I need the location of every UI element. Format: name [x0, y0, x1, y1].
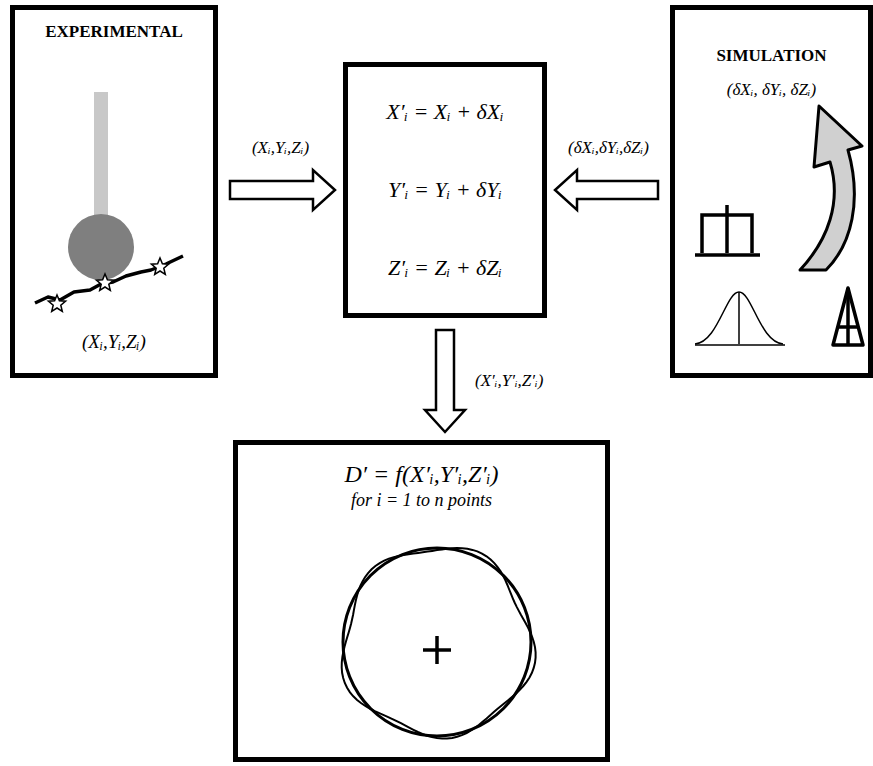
panel-heading: SIMULATION — [716, 46, 826, 66]
probe-ball — [68, 214, 134, 280]
probe-stem — [94, 92, 108, 220]
triangular-distribution-icon — [833, 288, 863, 345]
simulation-panel: SIMULATION (δXᵢ, δYᵢ, δZᵢ) — [670, 5, 873, 378]
equation: Y′ᵢ = Yᵢ + δYᵢ — [388, 177, 502, 203]
equation: X′ᵢ = Xᵢ + δXᵢ — [386, 99, 504, 125]
edge-label: (X′ᵢ,Y′ᵢ,Z′ᵢ) — [473, 371, 545, 391]
point-star — [151, 258, 168, 274]
result-box: D′ = f(X′ᵢ,Y′ᵢ,Z′ᵢ)for i = 1 to n points — [233, 440, 610, 762]
normal-distribution-icon — [695, 292, 785, 345]
uniform-distribution-icon — [695, 205, 760, 255]
point-star — [96, 274, 113, 290]
block-arrow — [425, 330, 465, 432]
center-mark — [423, 636, 451, 664]
iteration-arrow — [800, 106, 862, 270]
result-formula: D′ = f(X′ᵢ,Y′ᵢ,Z′ᵢ) — [345, 461, 499, 488]
point-star — [48, 295, 65, 311]
result-note: for i = 1 to n points — [351, 490, 492, 511]
measured-points — [48, 258, 168, 311]
edge-label: (Xᵢ,Yᵢ,Zᵢ) — [250, 138, 311, 158]
measured-contour — [342, 548, 536, 739]
block-arrow — [555, 170, 658, 210]
coordinate-label: (Xᵢ,Yᵢ,Zᵢ) — [82, 331, 146, 353]
panel-heading: EXPERIMENTAL — [45, 22, 183, 42]
block-arrow — [230, 170, 335, 210]
experimental-panel: EXPERIMENTAL (Xᵢ,Yᵢ,Zᵢ) — [10, 5, 218, 378]
equation-box: X′ᵢ = Xᵢ + δXᵢY′ᵢ = Yᵢ + δYᵢZ′ᵢ = Zᵢ + δ… — [343, 62, 547, 318]
edge-label: (δXᵢ,δYᵢ,δZᵢ) — [566, 138, 651, 158]
equation: Z′ᵢ = Zᵢ + δZᵢ — [388, 255, 502, 281]
deviation-label: (δXᵢ, δYᵢ, δZᵢ) — [727, 80, 816, 100]
